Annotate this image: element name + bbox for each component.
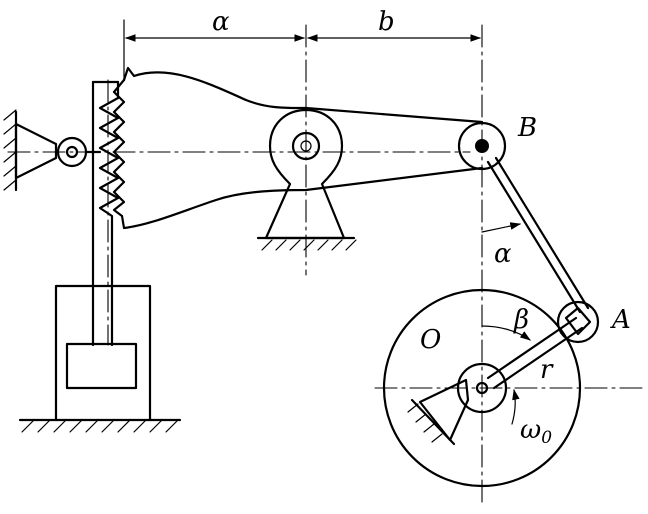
rocker-lever	[112, 66, 484, 230]
crank-r-label: r	[540, 355, 554, 385]
crank-hub: ω0	[407, 362, 552, 448]
point-A-label: A	[610, 305, 631, 335]
rack	[91, 80, 120, 347]
angle-beta-label: β	[513, 305, 529, 335]
angle-alpha-label: α	[494, 239, 512, 269]
joint-B: B	[457, 113, 537, 171]
left-wall-pivot	[3, 109, 102, 192]
dimension-a-label: α	[212, 7, 230, 37]
dimension-b-label: b	[378, 7, 395, 37]
point-B-label: B	[517, 113, 537, 143]
central-pivot	[256, 108, 357, 251]
center-O-label: O	[420, 325, 441, 355]
omega-symbol: ω	[520, 415, 541, 445]
cylinder	[18, 284, 182, 433]
omega-subscript: 0	[541, 428, 552, 448]
dimension-a: α	[123, 7, 306, 81]
dimension-b: b	[306, 7, 482, 42]
omega-label: ω0	[520, 415, 552, 448]
connecting-rod: α	[481, 156, 590, 314]
crank-disk: A β O r	[382, 288, 631, 488]
